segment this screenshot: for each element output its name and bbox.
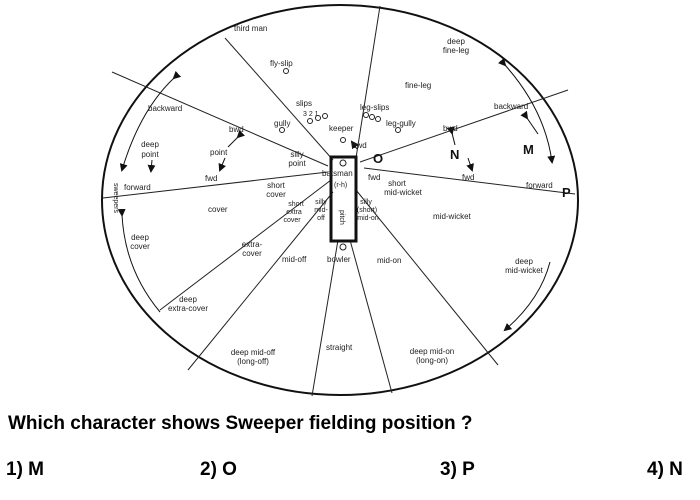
- marker-m: M: [523, 142, 534, 157]
- label-short-cover-1: short: [267, 181, 286, 190]
- pitch-rect: [329, 155, 358, 243]
- label-silly-mid-off-3: off: [317, 215, 325, 222]
- label-forward-right: forward: [526, 181, 553, 190]
- fielder-dots: [279, 68, 401, 251]
- label-short-cover-2: cover: [266, 190, 286, 199]
- label-leg-slips: leg-slips: [360, 103, 389, 112]
- movement-arrows: [117, 57, 556, 332]
- label-deep-extra-cover-1: deep: [179, 295, 197, 304]
- label-slip-numbers: 3 2 1: [303, 111, 319, 118]
- label-silly-point-2: point: [288, 159, 306, 168]
- cricket-field-diagram: third man deep fine-leg fly-slip fine-le…: [101, 4, 579, 397]
- label-gully: gully: [274, 119, 290, 128]
- sector-lines: [102, 5, 576, 397]
- label-deep-cover-1: deep: [131, 233, 149, 242]
- label-deep-point-2: point: [141, 150, 159, 159]
- label-third-man: third man: [234, 24, 267, 33]
- label-silly-mid-off-2: mid-: [314, 207, 328, 214]
- label-extra-cover-1: extra-: [242, 240, 263, 249]
- question-text: Which character shows Sweeper fielding p…: [8, 413, 473, 434]
- label-deep-mid-off-1: deep mid-off: [231, 348, 276, 357]
- label-deep-fine-leg-1: deep: [447, 37, 465, 46]
- label-silly-short-mid-on-3: mid-on: [357, 215, 379, 222]
- label-deep-mid-on-2: (long-on): [416, 356, 448, 365]
- label-batsman: batsman: [322, 169, 353, 178]
- marker-p: P: [562, 185, 571, 200]
- option-2[interactable]: 2) O: [200, 459, 237, 480]
- label-silly-point-1: silly: [290, 150, 303, 159]
- label-backward-left: backward: [148, 104, 182, 113]
- label-short-extra-cover-1: short: [288, 201, 304, 208]
- label-point: point: [210, 148, 228, 157]
- label-fwd-far-right: fwd: [462, 173, 474, 182]
- marker-n: N: [450, 147, 459, 162]
- label-mid-off: mid-off: [282, 255, 307, 264]
- label-deep-mid-wicket-2: mid-wicket: [505, 266, 544, 275]
- label-deep-point-1: deep: [141, 140, 159, 149]
- answer-markers: M N O P: [373, 142, 571, 200]
- label-straight: straight: [326, 343, 353, 352]
- label-pitch: pitch: [338, 210, 345, 225]
- label-silly-short-mid-on-1: silly: [360, 199, 372, 206]
- label-deep-mid-off-2: (long-off): [237, 357, 269, 366]
- label-rh: (r-h): [334, 182, 347, 189]
- label-deep-cover-2: cover: [130, 242, 150, 251]
- label-fwd-right: fwd: [368, 173, 380, 182]
- label-silly-mid-off-1: silly: [315, 199, 327, 206]
- boundary-ellipse: [101, 4, 579, 396]
- option-1[interactable]: 1) M: [6, 459, 44, 480]
- label-mid-on: mid-on: [377, 256, 401, 265]
- label-keeper: keeper: [329, 124, 354, 133]
- label-deep-fine-leg-2: fine-leg: [443, 46, 469, 55]
- label-deep-mid-wicket-1: deep: [515, 257, 533, 266]
- label-bwd-right: bwd: [443, 124, 458, 133]
- label-short-mid-wicket-1: short: [388, 179, 407, 188]
- option-3[interactable]: 3) P: [440, 459, 475, 480]
- label-fwd-left: fwd: [205, 174, 217, 183]
- position-labels: third man deep fine-leg fly-slip fine-le…: [112, 24, 553, 366]
- label-bwd-left: bwd: [229, 125, 244, 134]
- label-forward-left: forward: [124, 183, 151, 192]
- label-bowler: bowler: [327, 255, 351, 264]
- label-fly-slip: fly-slip: [270, 59, 293, 68]
- label-deep-mid-on-1: deep mid-on: [410, 347, 454, 356]
- label-deep-extra-cover-2: extra-cover: [168, 304, 208, 313]
- label-leg-gully: leg-gully: [386, 119, 416, 128]
- label-short-mid-wicket-2: mid-wicket: [384, 188, 423, 197]
- label-slips: slips: [296, 99, 312, 108]
- option-4[interactable]: 4) N: [647, 459, 683, 480]
- marker-o: O: [373, 151, 383, 166]
- label-fine-leg: fine-leg: [405, 81, 431, 90]
- label-backward-right: backward: [494, 102, 528, 111]
- label-mid-wicket: mid-wicket: [433, 212, 472, 221]
- label-cover: cover: [208, 205, 228, 214]
- label-sweepers: sweepers: [112, 183, 119, 213]
- label-bwd-center: bwd: [352, 141, 367, 150]
- label-extra-cover-2: cover: [242, 249, 262, 258]
- label-silly-short-mid-on-2: (short): [357, 207, 377, 214]
- label-short-extra-cover-2: extra: [286, 209, 302, 216]
- label-short-extra-cover-3: cover: [283, 217, 301, 224]
